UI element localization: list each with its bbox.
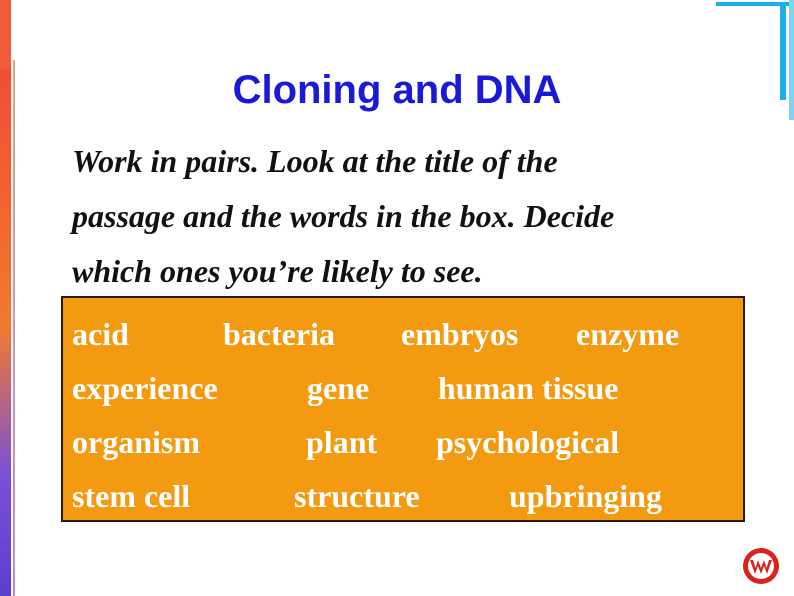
- word-item: plant: [306, 424, 378, 460]
- left-decorative-line: [13, 60, 15, 596]
- word-item: experience: [72, 370, 218, 406]
- publisher-logo-icon: [743, 548, 779, 584]
- slide-title: Cloning and DNA: [232, 68, 562, 112]
- instruction-line: which ones you’re likely to see.: [72, 253, 483, 289]
- left-decorative-stripe: [0, 0, 11, 596]
- word-item: psychological: [436, 424, 620, 460]
- top-right-vertical-bar-light: [789, 0, 794, 120]
- instruction-line: Work in pairs. Look at the title of the: [72, 143, 558, 179]
- word-item: enzyme: [576, 316, 680, 352]
- word-box: acid bacteria embryos enzyme experience …: [61, 296, 745, 522]
- top-right-vertical-bar: [780, 2, 786, 100]
- word-item: structure: [294, 478, 420, 514]
- word-item: bacteria: [223, 316, 335, 352]
- instruction-line: passage and the words in the box. Decide: [72, 198, 615, 234]
- top-right-corner-bar: [716, 2, 794, 6]
- word-item: upbringing: [509, 478, 662, 514]
- instruction-text: Work in pairs. Look at the title of the …: [72, 134, 752, 299]
- word-item: organism: [72, 424, 200, 460]
- top-left-band: [0, 0, 11, 70]
- word-item: acid: [72, 316, 129, 352]
- word-item: gene: [307, 370, 370, 406]
- word-item: human tissue: [438, 370, 619, 406]
- word-item: embryos: [401, 316, 519, 352]
- word-item: stem cell: [72, 478, 191, 514]
